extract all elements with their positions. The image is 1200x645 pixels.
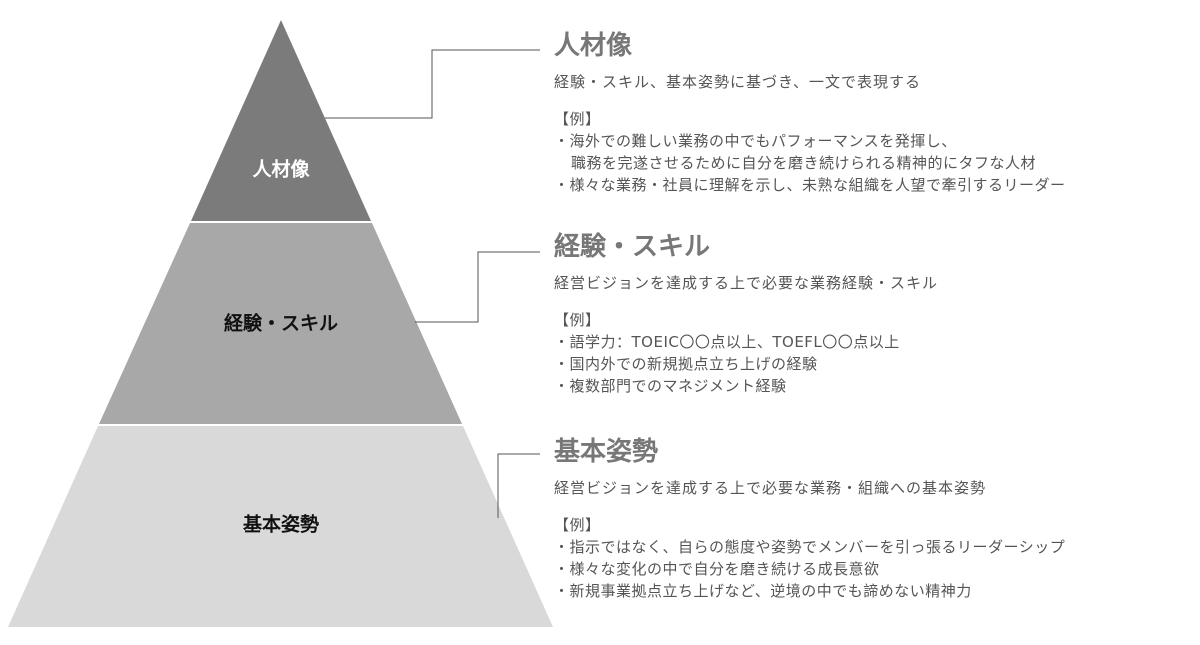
example-list: 【例】 ・語学力：TOEIC〇〇点以上、TOEFL〇〇点以上 ・国内外での新規拠…: [554, 309, 938, 397]
list-item: ・新規事業拠点立ち上げなど、逆境の中でも諦めない精神力: [554, 582, 972, 600]
list-item: ・様々な変化の中で自分を磨き続ける成長意欲: [554, 560, 880, 578]
section-subtitle: 経営ビジョンを達成する上で必要な業務・組織への基本姿勢: [554, 479, 987, 497]
section-jinzaizou: 人材像 経験・スキル、基本姿勢に基づき、一文で表現する 【例】 ・海外での難しい…: [554, 30, 1066, 196]
section-experience-skill: 経験・スキル 経営ビジョンを達成する上で必要な業務経験・スキル 【例】 ・語学力…: [554, 231, 938, 397]
connector-middle: [415, 251, 540, 323]
list-item: ・指示ではなく、自らの態度や姿勢でメンバーを引っ張るリーダーシップ: [554, 538, 1066, 556]
list-item: ・国内外での新規拠点立ち上げの経験: [554, 355, 818, 373]
section-basic-attitude: 基本姿勢 経営ビジョンを達成する上で必要な業務・組織への基本姿勢 【例】 ・指示…: [554, 436, 1065, 602]
section-subtitle: 経験・スキル、基本姿勢に基づき、一文で表現する: [554, 73, 921, 91]
section-title: 基本姿勢: [554, 437, 659, 467]
pyramid-bottom-layer: [8, 426, 553, 627]
list-item: ・複数部門でのマネジメント経験: [554, 377, 787, 395]
list-item: ・海外での難しい業務の中でもパフォーマンスを発揮し、: [554, 132, 957, 150]
pyramid-top-layer: [191, 20, 371, 221]
list-item: ・語学力：TOEIC〇〇点以上、TOEFL〇〇点以上: [554, 333, 900, 351]
example-header: 【例】: [554, 311, 601, 329]
section-title: 経験・スキル: [554, 232, 711, 262]
section-title: 人材像: [554, 31, 633, 61]
section-subtitle: 経営ビジョンを達成する上で必要な業務経験・スキル: [554, 274, 939, 292]
connector-top: [325, 49, 540, 119]
pyramid-label-middle: 経験・スキル: [223, 312, 339, 335]
pyramid-middle-layer: [99, 223, 462, 424]
list-item: 職務を完遂させるために自分を磨き続けられる精神的にタフな人材: [571, 154, 1037, 172]
pyramid-label-bottom: 基本姿勢: [242, 513, 320, 536]
example-list: 【例】 ・指示ではなく、自らの態度や姿勢でメンバーを引っ張るリーダーシップ ・様…: [554, 514, 1065, 602]
example-header: 【例】: [554, 110, 601, 128]
example-list: 【例】 ・海外での難しい業務の中でもパフォーマンスを発揮し、 職務を完遂させるた…: [554, 108, 1066, 196]
pyramid-label-top: 人材像: [252, 158, 310, 181]
list-item: ・様々な業務・社員に理解を示し、未熟な組織を人望で牽引するリーダー: [554, 176, 1066, 194]
connector-bottom: [497, 453, 540, 518]
example-header: 【例】: [554, 516, 601, 534]
